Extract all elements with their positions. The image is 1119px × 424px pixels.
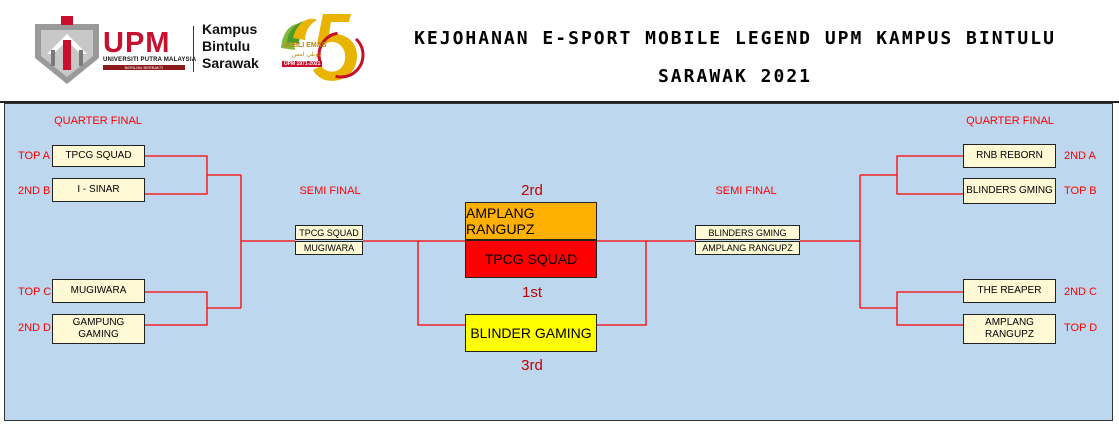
- upm-tagline: BERILMU BERBAKTI: [103, 65, 185, 70]
- team-box-right-qf-4: AMPLANG RANGUPZ: [963, 314, 1056, 344]
- connector-right-qf-bottom: [860, 291, 963, 326]
- logo-divider: [193, 26, 194, 72]
- second-place-label: 2rd: [521, 182, 543, 199]
- connector-left-qf-top: [145, 155, 241, 195]
- seed-label-right-3: 2ND C: [1064, 286, 1098, 298]
- team-name-line-1: GAMPUNG: [72, 317, 125, 328]
- connector-left-to-semi: [240, 175, 295, 308]
- seed-label-left-4: 2ND D: [18, 322, 52, 334]
- bracket-connector-lines: [145, 155, 963, 326]
- team-box-left-qf-4: GAMPUNG GAMING: [52, 314, 145, 344]
- team-name-line-2: GAMING: [78, 329, 119, 340]
- jubilee-label: JUBLI EMAS: [284, 42, 327, 49]
- second-place-box: AMPLANG RANGUPZ: [465, 202, 597, 240]
- seed-label-right-4: TOP D: [1064, 322, 1098, 334]
- team-box-right-qf-2: BLINDERS GMING: [963, 178, 1056, 204]
- campus-line-2: Bintulu: [202, 38, 251, 54]
- team-box-right-qf-3: THE REAPER: [963, 279, 1056, 303]
- team-box-right-semi-1: BLINDERS GMING: [695, 225, 800, 240]
- right-quarter-final-label: QUARTER FINAL: [966, 115, 1054, 127]
- jubilee-years: UPM 1971-2021: [282, 61, 323, 67]
- golden-jubilee-logo: [281, 14, 365, 81]
- tournament-title-line-1: KEJOHANAN E-SPORT MOBILE LEGEND UPM KAMP…: [414, 28, 1056, 49]
- team-box-left-qf-1: TPCG SQUAD: [52, 145, 145, 167]
- first-place-box: TPCG SQUAD: [465, 240, 597, 278]
- campus-line-3: Sarawak: [202, 55, 259, 71]
- seed-label-right-1: 2ND A: [1064, 150, 1096, 162]
- team-box-left-semi-1: TPCG SQUAD: [295, 225, 363, 240]
- left-semi-final-label: SEMI FINAL: [299, 185, 361, 197]
- header-divider: [0, 101, 1119, 103]
- seed-label-left-2: 2ND B: [18, 185, 51, 197]
- connector-right-qf-top: [860, 155, 963, 195]
- seed-label-right-2: TOP B: [1064, 185, 1097, 197]
- team-box-left-qf-3: MUGIWARA: [52, 279, 145, 303]
- third-place-box: BLINDER GAMING: [465, 314, 597, 352]
- jubilee-arabic: جوبلي امس: [292, 51, 322, 58]
- campus-line-1: Kampus: [202, 21, 258, 37]
- left-quarter-final-label: QUARTER FINAL: [54, 115, 142, 127]
- connector-left-semi-to-final: [363, 240, 465, 326]
- upm-wordmark: UPM: [103, 27, 171, 59]
- team-name-line-1: AMPLANG: [985, 317, 1034, 328]
- upm-full-name: UNIVERSITI PUTRA MALAYSIA: [103, 57, 197, 63]
- seed-label-left-1: TOP A: [18, 150, 51, 162]
- team-box-right-semi-2: AMPLANG RANGUPZ: [695, 241, 800, 255]
- team-box-right-qf-1: RNB REBORN: [963, 144, 1056, 168]
- connector-right-semi-to-final: [597, 240, 695, 326]
- first-place-label: 1st: [521, 284, 543, 301]
- seed-label-left-3: TOP C: [18, 286, 52, 298]
- upm-crest-logo: [35, 16, 99, 84]
- team-name-line-2: RANGUPZ: [985, 329, 1034, 340]
- connector-right-to-qf: [800, 175, 861, 308]
- tournament-title-line-2: SARAWAK 2021: [657, 66, 813, 87]
- header: UPM UNIVERSITI PUTRA MALAYSIA BERILMU BE…: [0, 0, 1119, 102]
- right-semi-final-label: SEMI FINAL: [715, 185, 777, 197]
- bracket-panel: QUARTER FINAL TOP A TPCG SQUAD 2ND B I -…: [4, 103, 1113, 421]
- third-place-label: 3rd: [521, 357, 543, 374]
- connector-left-qf-bottom: [145, 291, 241, 326]
- campus-name: Kampus Bintulu Sarawak: [202, 21, 259, 72]
- team-box-left-qf-2: I - SINAR: [52, 178, 145, 202]
- team-box-left-semi-2: MUGIWARA: [295, 241, 363, 255]
